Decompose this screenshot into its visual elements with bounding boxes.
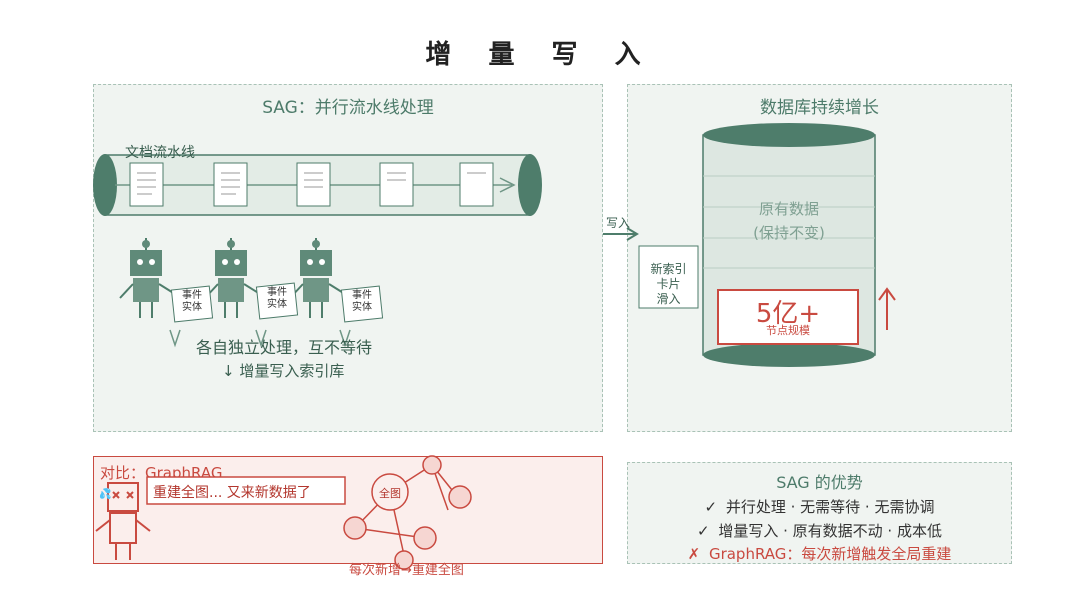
event-card-3-line2: 实体 bbox=[352, 302, 372, 313]
database-heading: 数据库持续增长 bbox=[760, 98, 879, 118]
stressed-robot bbox=[95, 482, 151, 560]
advantage-item-1: ✓ 并行处理 · 无需等待 · 无需协调 bbox=[627, 496, 1012, 517]
event-card-2-line1: 事件 bbox=[267, 287, 287, 298]
write-arrow-head bbox=[626, 227, 639, 241]
db-cylinder-top bbox=[703, 123, 875, 147]
pipeline-heading: SAG：并行流水线处理 bbox=[262, 98, 434, 118]
pipe-document-3 bbox=[296, 162, 331, 207]
robot-worker-3 bbox=[289, 238, 346, 318]
event-card-3-box bbox=[340, 285, 384, 323]
event-card-1-box bbox=[170, 285, 214, 323]
new-index-card-line3: 滑入 bbox=[656, 292, 681, 306]
new-index-card-box bbox=[638, 245, 699, 309]
advantage-item-1-text: 并行处理 · 无需等待 · 无需协调 bbox=[725, 498, 935, 516]
node-scale-number: 5亿+ bbox=[755, 299, 821, 329]
advantage-item-2: ✓ 增量写入 · 原有数据不动 · 成本低 bbox=[627, 520, 1012, 541]
sag-advantages-panel: SAG 的优势 bbox=[627, 462, 1012, 564]
event-card-1: 事件 实体 bbox=[173, 290, 211, 314]
event-card-2-box bbox=[255, 282, 299, 320]
growth-arrow-head bbox=[878, 287, 896, 301]
advantage-item-3: ✗ GraphRAG：每次新增触发全局重建 bbox=[627, 543, 1012, 564]
rebuild-footer: 每次新增→重建全图 bbox=[349, 563, 464, 578]
pipe-document-1 bbox=[129, 162, 164, 207]
event-card-1-line1: 事件 bbox=[182, 290, 202, 301]
pipe-document-5 bbox=[459, 162, 494, 207]
pipe-document-2 bbox=[213, 162, 248, 207]
independent-processing-note: 各自独立处理，互不等待 bbox=[196, 338, 373, 357]
speech-bubble-box bbox=[146, 476, 346, 505]
down-arrow-3 bbox=[339, 329, 351, 348]
speech-bubble-text: 重建全图... 又来新数据了 bbox=[153, 485, 311, 501]
page-title: 增 量 写 入 bbox=[425, 40, 655, 70]
advantage-item-3-text: GraphRAG：每次新增触发全局重建 bbox=[708, 545, 952, 563]
graphrag-comparison-panel bbox=[93, 456, 603, 564]
event-card-1-line2: 实体 bbox=[182, 302, 202, 313]
scale-box bbox=[717, 289, 859, 345]
pipe-document-4 bbox=[379, 162, 414, 207]
advantages-heading: SAG 的优势 bbox=[776, 473, 863, 492]
node-scale-caption: 节点规模 bbox=[766, 324, 810, 337]
new-index-card: 新索引 卡片 滑入 bbox=[639, 262, 698, 307]
advantage-item-2-text: 增量写入 · 原有数据不动 · 成本低 bbox=[718, 522, 942, 540]
event-card-2: 事件 实体 bbox=[258, 287, 296, 311]
full-graph-node-label: 全图 bbox=[379, 487, 401, 500]
cross-icon: ✗ bbox=[687, 545, 701, 563]
sweat-icon: 💦 bbox=[99, 487, 111, 500]
existing-data-label: 原有数据 bbox=[758, 200, 819, 218]
incremental-write-note: ↓ 增量写入索引库 bbox=[222, 362, 345, 380]
parallel-pipeline-panel: SAG：并行流水线处理 bbox=[93, 84, 603, 432]
new-index-card-line1: 新索引 bbox=[650, 262, 687, 276]
event-card-3-line1: 事件 bbox=[352, 290, 372, 301]
event-card-2-line2: 实体 bbox=[267, 299, 287, 310]
graph-network bbox=[343, 455, 472, 570]
pipeline-label: 文档流水线 bbox=[125, 145, 195, 161]
pipe-flow-arrow bbox=[499, 177, 516, 193]
unchanged-label: (保持不变) bbox=[753, 224, 825, 242]
db-cylinder-bottom bbox=[703, 343, 875, 367]
write-label: 写入 bbox=[606, 216, 631, 230]
event-card-3: 事件 实体 bbox=[343, 290, 381, 314]
down-arrow-2 bbox=[255, 329, 267, 348]
pipe-left-cap bbox=[93, 154, 117, 216]
new-index-card-line2: 卡片 bbox=[656, 277, 681, 291]
down-arrow-1 bbox=[169, 329, 181, 348]
check-icon: ✓ bbox=[697, 522, 710, 540]
check-icon: ✓ bbox=[704, 498, 718, 516]
pipe-right-cap bbox=[518, 154, 542, 216]
